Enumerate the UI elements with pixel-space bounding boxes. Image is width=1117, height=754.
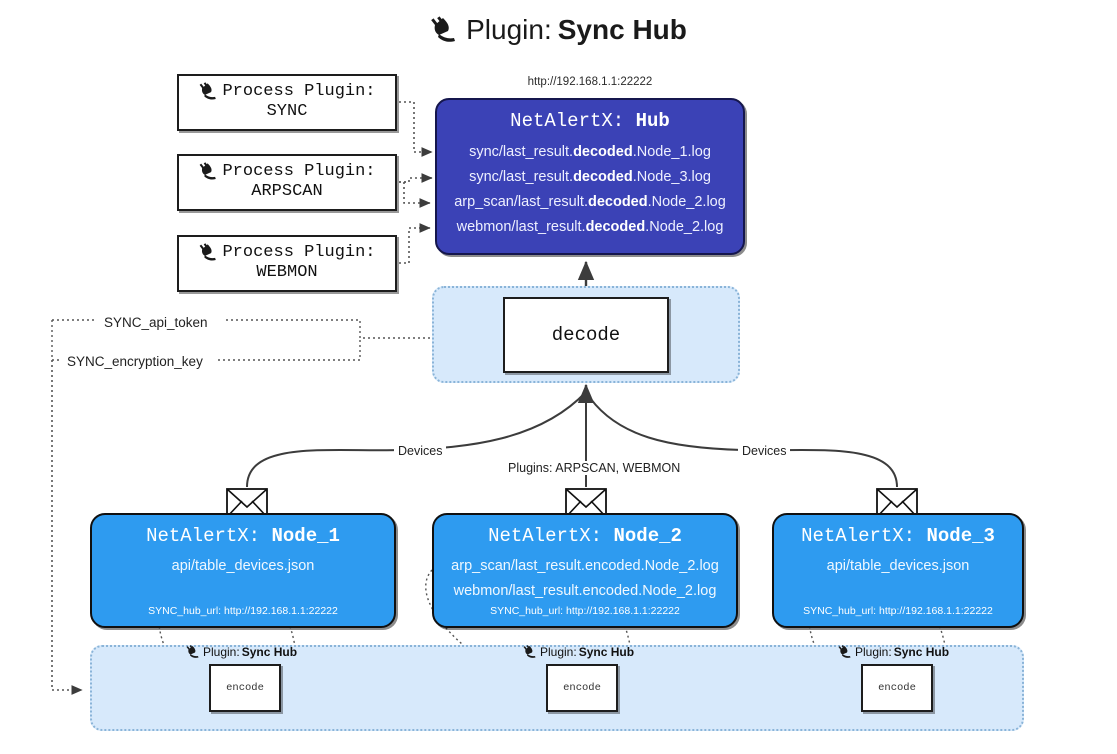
edge-label-devices-right: Devices (738, 444, 791, 458)
plug-icon (523, 645, 536, 658)
plug-icon (431, 16, 456, 42)
hub-log-list: sync/last_result.decoded.Node_1.log sync… (437, 140, 743, 240)
sync-api-token-label: SYNC_api_token (101, 315, 211, 330)
encode-caption-2: Plugin: Sync Hub (523, 645, 634, 659)
node-line-list: api/table_devices.json (774, 554, 1022, 579)
hub-box[interactable]: NetAlertX: Hub sync/last_result.decoded.… (435, 98, 745, 255)
page-title: Plugin: Sync Hub (0, 14, 1117, 46)
plug-icon (186, 645, 199, 658)
process-plugin-line1: Process Plugin: (222, 242, 376, 262)
process-plugin-line1: Process Plugin: (222, 81, 376, 101)
process-plugin-line2: ARPSCAN (251, 182, 323, 202)
encode-caption-name: Sync Hub (893, 645, 950, 659)
hub-log-item: sync/last_result.decoded.Node_3.log (469, 169, 711, 185)
encode-caption-prefix: Plugin: (540, 645, 577, 659)
hub-log-item: arp_scan/last_result.decoded.Node_2.log (454, 194, 726, 210)
edge-label-plugins: Plugins: ARPSCAN, WEBMON (504, 461, 685, 475)
encode-box-3[interactable]: encode (861, 664, 933, 712)
node-line: webmon/last_result.encoded.Node_2.log (453, 583, 717, 599)
node-box-node-3[interactable]: NetAlertX: Node_3 api/table_devices.json… (772, 513, 1024, 628)
process-plugin-webmon[interactable]: Process Plugin: WEBMON (177, 235, 397, 292)
encode-box-1[interactable]: encode (209, 664, 281, 712)
process-plugin-arpscan[interactable]: Process Plugin: ARPSCAN (177, 154, 397, 211)
hub-log-item: sync/last_result.decoded.Node_1.log (469, 144, 711, 160)
node-line: api/table_devices.json (171, 558, 315, 574)
encode-caption-3: Plugin: Sync Hub (838, 645, 949, 659)
encode-caption-name: Sync Hub (578, 645, 635, 659)
encode-caption-prefix: Plugin: (203, 645, 240, 659)
process-plugin-sync[interactable]: Process Plugin: SYNC (177, 74, 397, 131)
plug-icon (200, 82, 217, 100)
encode-caption-prefix: Plugin: (855, 645, 892, 659)
node-line-list: arp_scan/last_result.encoded.Node_2.log … (434, 554, 736, 604)
node-box-node-2[interactable]: NetAlertX: Node_2 arp_scan/last_result.e… (432, 513, 738, 628)
hub-title: NetAlertX: Hub (510, 110, 670, 132)
node-hub-url: SYNC_hub_url: http://192.168.1.1:22222 (803, 605, 993, 617)
process-plugin-line2: WEBMON (256, 263, 318, 283)
title-name: Sync Hub (557, 14, 687, 45)
process-plugin-line1: Process Plugin: (222, 161, 376, 181)
plug-icon (838, 645, 851, 658)
hub-log-item: webmon/last_result.decoded.Node_2.log (456, 219, 724, 235)
encode-box-2[interactable]: encode (546, 664, 618, 712)
node-title: NetAlertX: Node_3 (801, 525, 995, 547)
title-prefix: Plugin: (466, 14, 552, 45)
encode-caption-1: Plugin: Sync Hub (186, 645, 297, 659)
encode-caption-name: Sync Hub (241, 645, 298, 659)
plug-icon (200, 162, 217, 180)
node-hub-url: SYNC_hub_url: http://192.168.1.1:22222 (148, 605, 338, 617)
node-title: NetAlertX: Node_1 (146, 525, 340, 547)
decode-box[interactable]: decode (503, 297, 669, 373)
sync-encryption-key-label: SYNC_encryption_key (64, 354, 206, 369)
node-line-list: api/table_devices.json (92, 554, 394, 579)
node-box-node-1[interactable]: NetAlertX: Node_1 api/table_devices.json… (90, 513, 396, 628)
node-title: NetAlertX: Node_2 (488, 525, 682, 547)
plug-icon (200, 243, 217, 261)
edge-label-devices-left: Devices (394, 444, 447, 458)
node-line: api/table_devices.json (826, 558, 970, 574)
node-hub-url: SYNC_hub_url: http://192.168.1.1:22222 (490, 605, 680, 617)
process-plugin-line2: SYNC (266, 102, 308, 122)
node-line: arp_scan/last_result.encoded.Node_2.log (451, 558, 719, 574)
hub-url-label: http://192.168.1.1:22222 (527, 76, 653, 88)
